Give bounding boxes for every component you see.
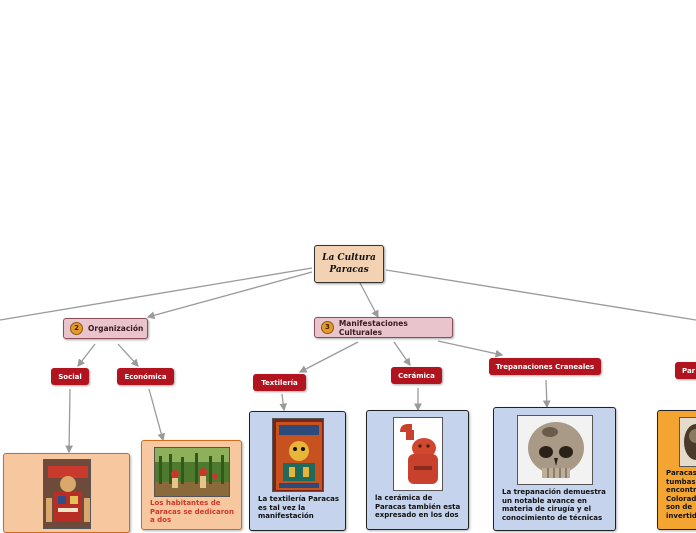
subtopic-textileria[interactable]: Textilería [253,374,306,391]
topic-organizacion-label: Organización [88,324,144,333]
subtopic-trepanaciones-label: Trepanaciones Craneales [495,362,595,371]
subtopic-economica[interactable]: Económica [117,368,174,385]
card-trepanaciones-text: La trepanación demuestra un notable avan… [502,488,606,522]
subtopic-economica-label: Económica [124,372,167,381]
textile-image [272,418,324,492]
subtopic-ceramica-label: Cerámica [398,371,435,380]
card-ceramica[interactable]: la cerámica de Paracas también esta expr… [366,410,469,530]
card-textileria-text: La textilería Paracas es tal vez la mani… [258,495,340,520]
link-org-social [77,343,96,368]
card-textileria[interactable]: La textilería Paracas es tal vez la mani… [249,411,346,531]
skull-image [517,415,593,485]
link-manif-ceramica [393,341,411,367]
subtopic-partial-right[interactable]: Par [675,362,696,379]
link-manif-trepanaciones [437,340,504,358]
link-org-economica [117,343,139,367]
subtopic-social[interactable]: Social [51,368,89,385]
topic-manifestaciones-label: Manifestaciones Culturales [338,318,408,337]
link-central-left-offscreen [0,267,313,321]
central-topic[interactable]: La Cultura Paracas [314,245,384,283]
link-textileria-card [279,393,288,412]
number-badge-icon: 2 [70,322,83,335]
connector-lines [0,267,696,454]
card-ceramica-text: la cerámica de Paracas también esta expr… [375,494,461,519]
paracas-burial-image [679,417,696,467]
card-right-partial[interactable]: Paracas tumbas encontr Colorad son de in… [657,410,696,530]
card-economica-text: Los habitantes de Paracas se dedicaron a… [150,499,234,524]
link-manif-textileria [298,341,359,373]
link-central-manifestaciones [359,282,379,319]
topic-organizacion[interactable]: 2 Organización [63,318,148,339]
card-trepanaciones[interactable]: La trepanación demuestra un notable avan… [493,407,616,531]
agriculture-scene-image [154,447,230,497]
link-trepanaciones-card [542,379,551,409]
central-topic-line2: Paracas [329,265,369,275]
link-central-organizacion [146,271,313,320]
topic-manifestaciones-culturales[interactable]: 3 Manifestaciones Culturales [314,317,453,338]
card-right-text: Paracas tumbas encontr Colorad son de in… [666,469,696,520]
card-economica[interactable]: Los habitantes de Paracas se dedicaron a… [141,440,242,530]
link-social-card [65,388,74,454]
card-social[interactable] [3,453,130,533]
subtopic-partial-right-label: Par [682,366,696,375]
paracas-figure-image [43,459,91,529]
ceramic-vessel-image [393,417,443,491]
subtopic-ceramica[interactable]: Cerámica [391,367,442,384]
central-topic-line1: La Cultura [322,253,376,263]
link-economica-card [148,388,166,442]
link-central-right [385,269,696,321]
subtopic-social-label: Social [58,372,82,381]
subtopic-trepanaciones-craneales[interactable]: Trepanaciones Craneales [489,358,601,375]
number-badge-icon: 3 [321,321,334,334]
subtopic-textileria-label: Textilería [261,378,298,387]
